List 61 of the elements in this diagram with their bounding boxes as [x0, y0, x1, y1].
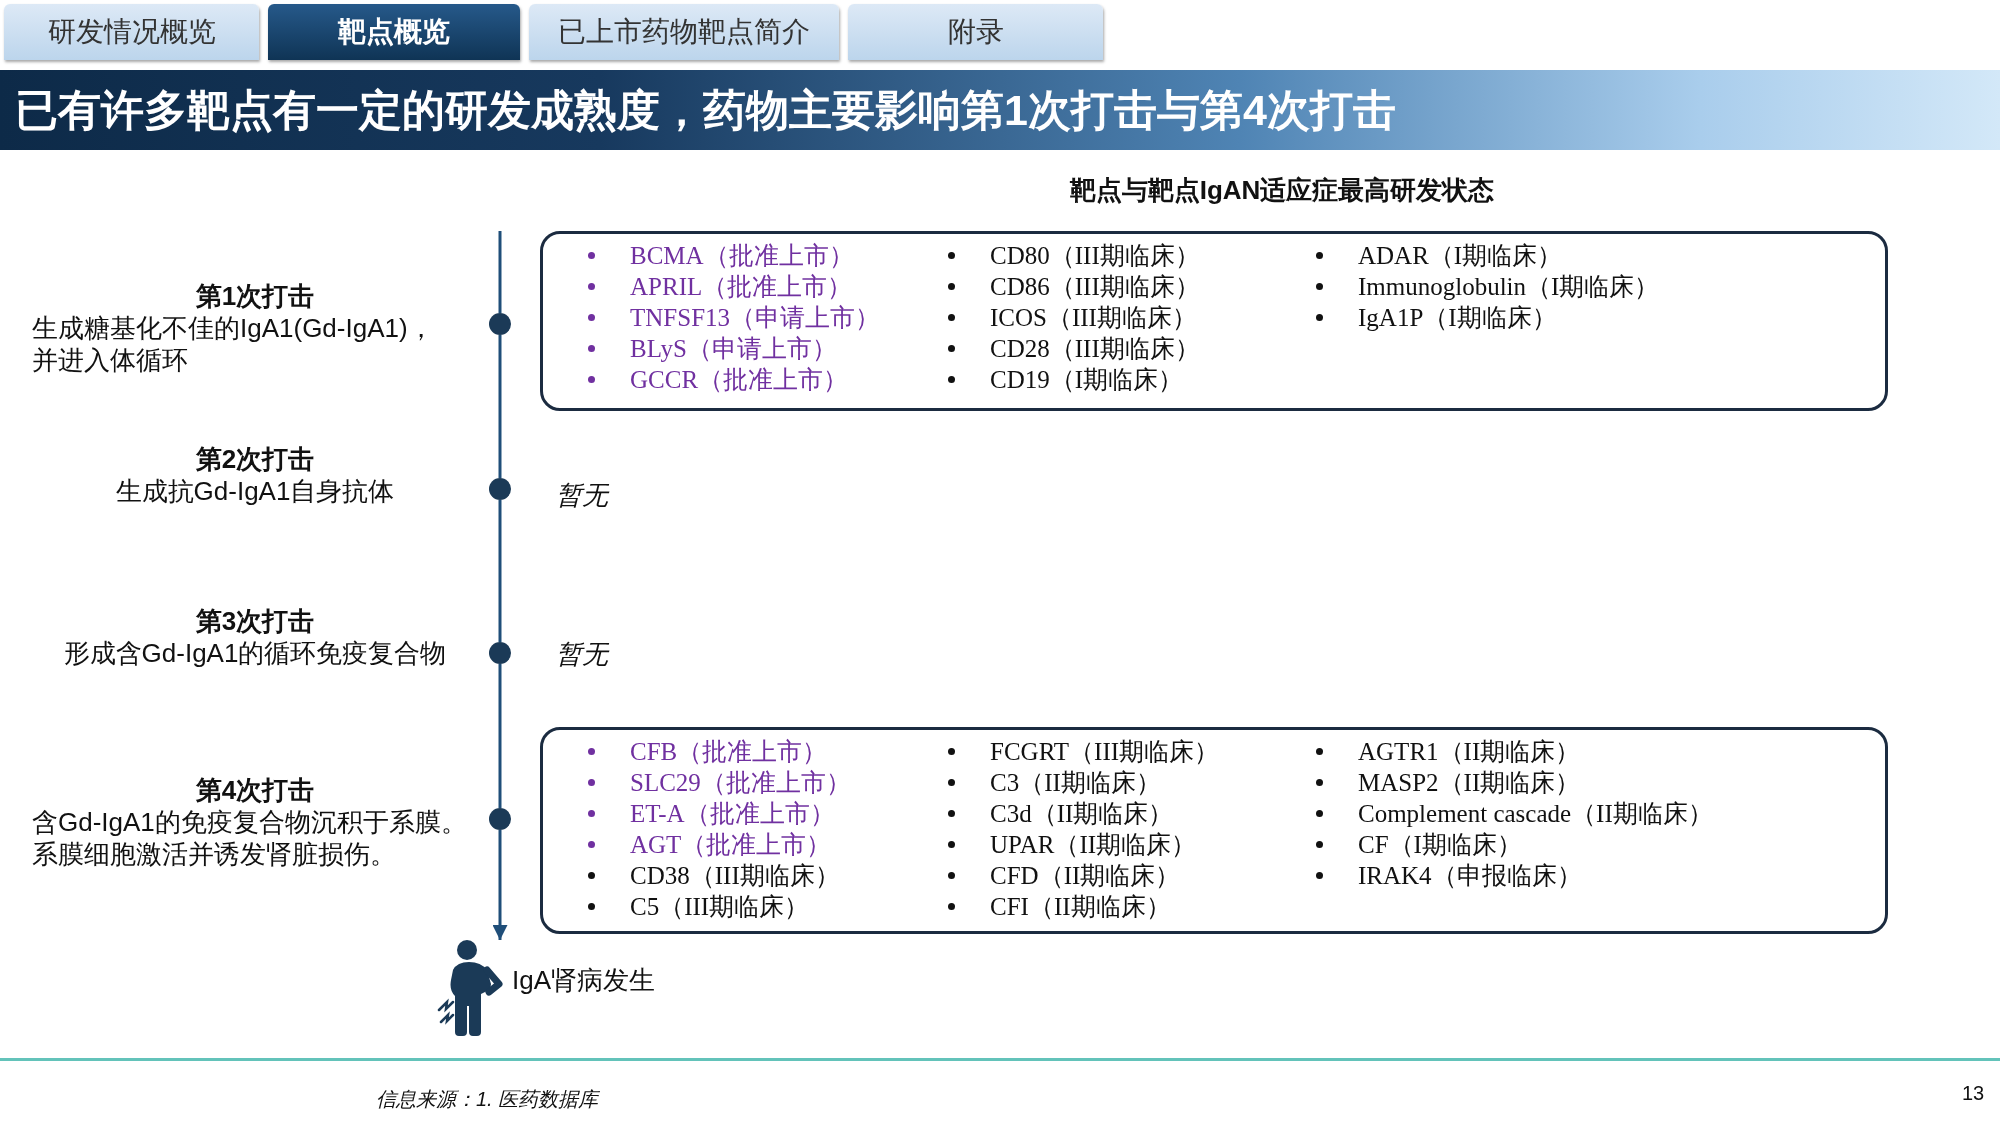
- target-item: CD38（III期临床）: [630, 861, 840, 891]
- list-panel: [540, 231, 1888, 411]
- target-item: BCMA（批准上市）: [630, 241, 854, 271]
- target-item: CFB（批准上市）: [630, 737, 828, 767]
- stage-heading: 第3次打击: [195, 605, 315, 637]
- target-item: CFD（II期临床）: [990, 861, 1181, 891]
- connector-line: [498, 335, 502, 478]
- target-item: C3d（II期临床）: [990, 799, 1174, 829]
- stage-heading: 第1次打击: [195, 280, 315, 312]
- timeline-dot: [489, 313, 511, 335]
- list-panel: [540, 727, 1888, 934]
- connector-line: [498, 231, 502, 313]
- target-item: CD86（III期临床）: [990, 272, 1200, 302]
- tab: 已上市药物靶点简介: [529, 4, 839, 60]
- target-item: IRAK4（申报临床）: [1358, 861, 1582, 891]
- target-item: AGTR1（II期临床）: [1358, 737, 1581, 767]
- stage-description: 含Gd-IgA1的免疫复合物沉积于系膜。系膜细胞激活并诱发肾脏损伤。: [32, 806, 468, 870]
- target-item: CFI（II期临床）: [990, 892, 1171, 922]
- target-item: UPAR（II期临床）: [990, 830, 1197, 860]
- target-item: ADAR（I期临床）: [1358, 241, 1563, 271]
- target-item: BLyS（申请上市）: [630, 334, 837, 364]
- stage-description: 生成抗Gd-IgA1自身抗体: [115, 475, 395, 507]
- target-item: C5（III期临床）: [630, 892, 810, 922]
- timeline-dot: [489, 478, 511, 500]
- source-note: 信息来源：1. 医药数据库: [376, 1087, 599, 1112]
- status-note: 暂无: [556, 638, 608, 671]
- target-item: ICOS（III期临床）: [990, 303, 1197, 333]
- tab: 靶点概览: [268, 4, 520, 60]
- stage-heading: 第4次打击: [195, 774, 315, 806]
- target-item: Complement cascade（II期临床）: [1358, 799, 1713, 829]
- target-item: SLC29（批准上市）: [630, 768, 851, 798]
- target-item: APRIL（批准上市）: [630, 272, 853, 302]
- timeline-dot: [489, 642, 511, 664]
- stage-description: 形成含Gd-IgA1的循环免疫复合物: [63, 637, 447, 669]
- target-item: CD19（I期临床）: [990, 365, 1184, 395]
- target-item: Immunoglobulin（I期临床）: [1358, 272, 1660, 302]
- stage-heading: 第2次打击: [195, 443, 315, 475]
- target-item: CF（I期临床）: [1358, 830, 1522, 860]
- target-item: CD28（III期临床）: [990, 334, 1200, 364]
- target-item: TNFSF13（申请上市）: [630, 303, 881, 333]
- title-bar: 已有许多靶点有一定的研发成熟度，药物主要影响第1次打击与第4次打击: [0, 70, 2000, 150]
- connector-line: [498, 500, 502, 642]
- target-item: MASP2（II期临床）: [1358, 768, 1581, 798]
- status-note: 暂无: [556, 479, 608, 512]
- tab: 附录: [848, 4, 1103, 60]
- tab: 研发情况概览: [4, 4, 259, 60]
- connector-line: [498, 664, 502, 808]
- arrow: [492, 830, 508, 940]
- person-icon: [437, 940, 503, 1036]
- target-item: CD80（III期临床）: [990, 241, 1200, 271]
- target-item: ET-A（批准上市）: [630, 799, 835, 829]
- section-heading: 靶点与靶点IgAN适应症最高研发状态: [1069, 174, 1495, 207]
- target-item: AGT（批准上市）: [630, 830, 832, 860]
- target-item: GCCR（批准上市）: [630, 365, 849, 395]
- target-item: C3（II期临床）: [990, 768, 1161, 798]
- timeline-dot: [489, 808, 511, 830]
- page-number: 13: [1962, 1081, 1985, 1106]
- target-item: FCGRT（III期临床）: [990, 737, 1220, 767]
- stage-description: 生成糖基化不佳的IgA1(Gd-IgA1)，并进入体循环: [32, 312, 435, 376]
- person-label: IgA肾病发生: [512, 964, 656, 997]
- target-item: IgA1P（I期临床）: [1358, 303, 1557, 333]
